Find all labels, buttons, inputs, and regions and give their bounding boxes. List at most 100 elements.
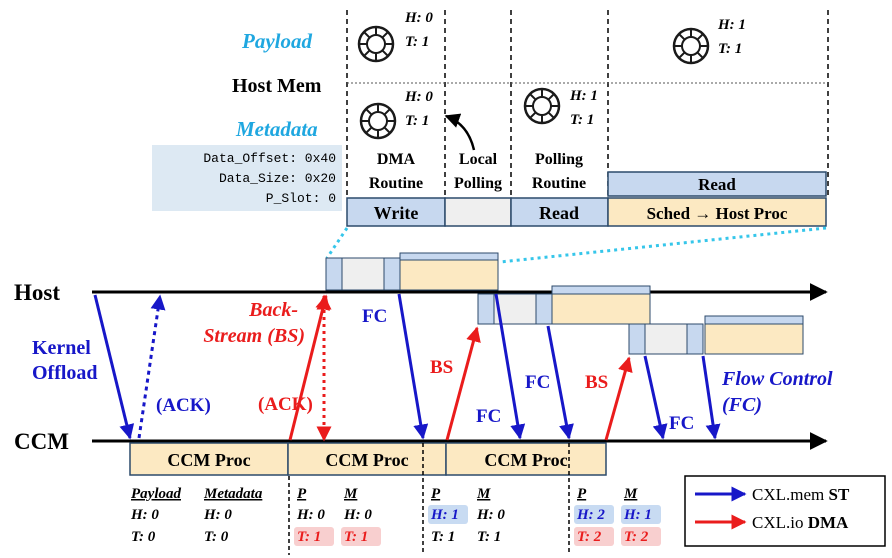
host-label: Host: [14, 280, 60, 305]
fc-label-1: FC: [362, 306, 387, 327]
legend: CXL.mem ST CXL.io DMA: [684, 475, 886, 547]
ack-red-label: (ACK): [258, 394, 313, 415]
bs-label-1: BS: [430, 357, 453, 378]
local-polling-arrow: [444, 113, 476, 151]
fc-label-4: FC: [669, 413, 694, 434]
host-block-2-readtop: [551, 285, 651, 295]
fc-arrow-5: [701, 355, 721, 440]
read-top-label: Read: [698, 175, 736, 194]
state1-p-t-highlight: [294, 527, 334, 546]
write-bar-label: Write: [374, 203, 419, 223]
state1-p-head: P: [297, 486, 307, 502]
payload-ring-icon: [357, 25, 395, 63]
state2-p-t: T: 1: [431, 529, 455, 545]
fc-arrow-3: [546, 325, 574, 440]
polling-routine-line1: Polling: [535, 151, 583, 168]
state0-m-h: H: 0: [203, 507, 232, 523]
state3-p-t-highlight: [574, 527, 614, 546]
state0-p-t: T: 0: [131, 529, 156, 545]
fc-label-2: FC: [525, 372, 550, 393]
state3-p-head: P: [577, 486, 587, 502]
bs-arrow-1: [445, 326, 481, 441]
host-block-1-read: [383, 257, 401, 291]
host-block-3-sched: [704, 323, 804, 355]
legend-dma-prefix: CXL.io: [752, 513, 808, 532]
state3-p-t: T: 2: [577, 529, 602, 545]
metadata-label: Metadata: [235, 117, 318, 141]
bs-arrow-2: [604, 356, 633, 441]
sched-bar-label: Sched → Host Proc: [647, 204, 788, 223]
state0-m-t: T: 0: [204, 529, 229, 545]
payload-label: Payload: [241, 29, 312, 53]
fc-label-3: FC: [476, 406, 501, 427]
fc-arrow-2: [494, 293, 526, 440]
legend-st-prefix: CXL.mem: [752, 485, 829, 504]
state2-m-head: M: [476, 486, 491, 502]
metadata-ring-icon: [359, 102, 397, 140]
state1-p-t: T: 1: [297, 529, 321, 545]
payload-ring-h: H: 0: [404, 10, 433, 26]
state0-m-head: Metadata: [203, 486, 263, 502]
metadata-ring2-icon: [523, 87, 561, 125]
ccm-proc-3: [445, 442, 607, 476]
hostmem-label: Host Mem: [232, 75, 322, 97]
bs-label-2: BS: [585, 372, 608, 393]
state1-p-h: H: 0: [296, 507, 325, 523]
meta-field-size: Data_Size: 0x20: [219, 171, 336, 186]
host-block-3-write: [628, 323, 646, 355]
ack-blue-label: (ACK): [156, 395, 211, 416]
metadata-fields-box: [152, 145, 342, 211]
payload-ring-t: T: 1: [405, 34, 429, 50]
flow-control-line1: Flow Control: [721, 368, 833, 390]
host-block-2-sched: [551, 293, 651, 325]
ccm-proc-1-label: CCM Proc: [167, 450, 250, 470]
host-block-3-readtop: [704, 315, 804, 325]
kernel-offload-line2: Offload: [32, 362, 98, 384]
host-block-1-sched: [399, 259, 499, 291]
flow-control-line2: (FC): [722, 394, 762, 416]
state1-m-t: T: 1: [344, 529, 368, 545]
meta-field-pslot: P_Slot: 0: [266, 191, 336, 206]
state2-p-h: H: 1: [430, 507, 459, 523]
write-bar: [346, 197, 446, 227]
ccm-label: CCM: [14, 429, 69, 454]
host-block-2-read: [535, 293, 553, 325]
polling-routine-line2: Routine: [532, 175, 586, 192]
back-stream-line1: Back-: [248, 299, 298, 321]
payload-ring2-icon: [672, 27, 710, 65]
back-stream-line2: Stream (BS): [203, 325, 305, 347]
legend-st-bold: ST: [829, 485, 850, 504]
state2-p-head: P: [431, 486, 441, 502]
state3-m-head: M: [623, 486, 638, 502]
read-top-bar: [607, 171, 827, 197]
state0-p-h: H: 0: [130, 507, 159, 523]
state1-m-head: M: [343, 486, 358, 502]
payload-ring2-h: H: 1: [717, 17, 746, 33]
host-block-1-write: [325, 257, 343, 291]
zoom-line-left: [325, 227, 349, 259]
host-block-1-readtop: [399, 252, 499, 261]
ccm-proc-2-label: CCM Proc: [325, 450, 408, 470]
fc-arrow-1: [397, 293, 429, 440]
payload-ring2-t: T: 1: [718, 41, 742, 57]
metadata-ring-h: H: 0: [404, 89, 433, 105]
state1-m-t-highlight: [341, 527, 381, 546]
dma-routine-line2: Routine: [369, 175, 423, 192]
metadata-ring-t: T: 1: [405, 113, 429, 129]
state3-p-h-highlight: [574, 505, 614, 524]
metadata-ring2-t: T: 1: [570, 112, 594, 128]
zoom-line-right: [499, 226, 827, 264]
host-block-1-poll: [341, 257, 385, 291]
legend-st-label: CXL.mem ST: [752, 485, 850, 504]
fc-arrow-4: [643, 355, 668, 440]
metadata-ring2-h: H: 1: [569, 88, 598, 104]
timeline: Host CCM CCM Proc CCM Proc CCM Proc: [14, 252, 833, 555]
ccm-proc-1: [129, 442, 289, 476]
dma-routine-line1: DMA: [377, 151, 416, 168]
ccm-proc-2: [287, 442, 447, 476]
ccm-proc-3-label: CCM Proc: [484, 450, 567, 470]
read-bar-label: Read: [539, 203, 579, 223]
state3-m-t-highlight: [621, 527, 661, 546]
local-polling-line2: Polling: [454, 175, 502, 192]
